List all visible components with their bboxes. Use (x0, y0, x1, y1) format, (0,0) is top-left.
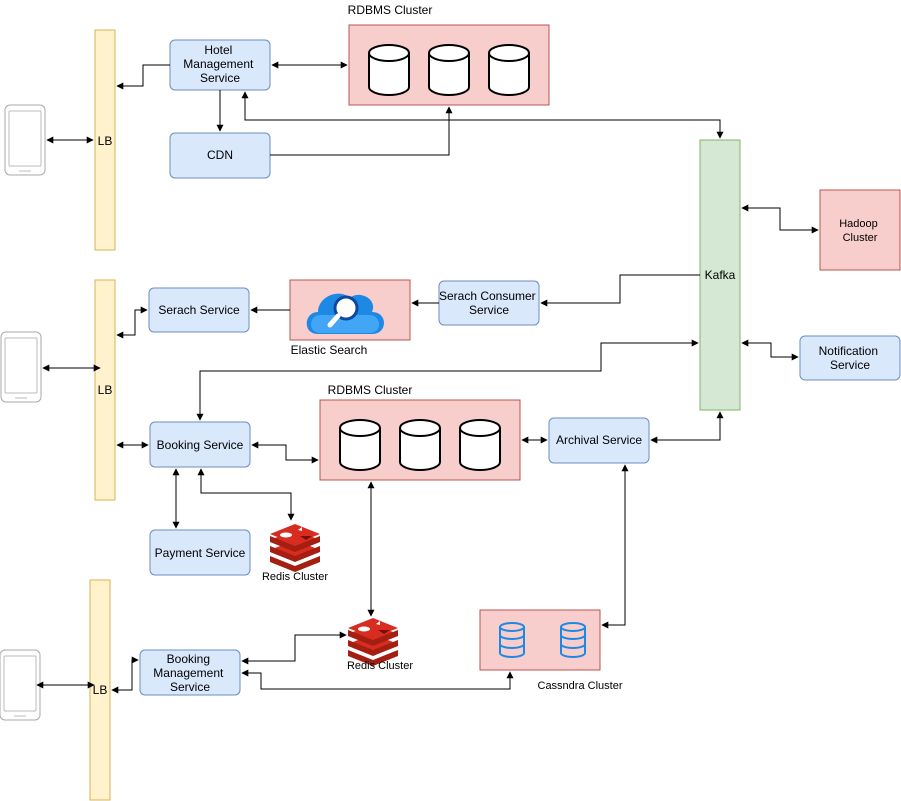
database-cylinder-icon (368, 44, 410, 96)
edge-cdn-rdbms (270, 106, 453, 156)
booking-management-service-label: Booking Management Service (153, 652, 226, 694)
kafka-broker[interactable] (699, 139, 741, 411)
lb-label: LB (98, 383, 113, 397)
booking-management-service[interactable] (139, 649, 241, 696)
edge-hotel-kafka (241, 91, 724, 139)
edge-booking-redis1 (197, 468, 295, 521)
cassandra-cluster-label: Cassndra Cluster (538, 680, 623, 692)
edge-kafka-notification (741, 339, 799, 361)
hadoop-cluster-label: Hadoop Cluster (839, 218, 881, 244)
archival-service-label: Archival Service (556, 433, 642, 447)
cdn-label: CDN (207, 148, 233, 162)
database-cylinder-icon (399, 419, 441, 471)
notification-service[interactable] (799, 335, 901, 381)
load-balancer-bottom[interactable] (89, 579, 111, 801)
load-balancer-top[interactable] (94, 29, 116, 251)
rdbms-cluster-top-title: RDBMS Cluster (348, 3, 433, 17)
redis-cluster-2-label: Redis Cluster (347, 660, 413, 672)
database-cylinder-icon (488, 44, 530, 96)
search-consumer-service-label: Serach Consumer Service (439, 289, 539, 317)
mobile-phone-icon (0, 649, 41, 721)
edge-bookingmgmt-cassandra (241, 669, 514, 690)
connections (36, 61, 819, 694)
edge-archival-cassandra (601, 464, 629, 629)
payment-service-label: Payment Service (155, 546, 246, 560)
search-service[interactable] (148, 287, 250, 333)
lb-label: LB (98, 134, 113, 148)
edge-booking-kafka (196, 339, 699, 421)
edge-hotel-lb (116, 64, 170, 90)
elastic-search-label: Elastic Search (291, 343, 368, 357)
mobile-phone-icon (4, 104, 46, 176)
database-cylinder-icon (339, 419, 381, 471)
edge-search-lb (116, 306, 148, 339)
edge-bookingmgmt-redis2 (241, 631, 347, 665)
payment-service[interactable] (149, 529, 251, 576)
load-balancer-middle[interactable] (94, 279, 116, 501)
search-service-label: Serach Service (158, 303, 240, 317)
elastic-search-cloud-icon (306, 293, 384, 334)
database-cylinder-icon (459, 419, 501, 471)
rdbms-cluster-middle-title: RDBMS Cluster (328, 383, 413, 397)
edge-kafka-consumer (540, 274, 700, 307)
edge-archival-kafka (650, 411, 724, 444)
notification-service-label: Notification Service (819, 344, 882, 372)
hadoop-cluster[interactable] (819, 189, 901, 271)
database-cylinder-icon (428, 44, 470, 96)
redis-stack-icon (270, 524, 320, 572)
hotel-management-service-label: Hotel Management Service (183, 43, 256, 85)
redis-stack-icon (348, 618, 398, 666)
edge-kafka-hadoop (741, 204, 819, 234)
booking-service-label: Booking Service (157, 438, 244, 452)
cassandra-cluster[interactable] (479, 609, 601, 671)
kafka-label: Kafka (705, 268, 736, 282)
edge-bookingmgmt-lb (111, 656, 139, 694)
booking-service[interactable] (149, 421, 251, 468)
mobile-phone-icon (0, 331, 42, 403)
edge-booking-rdbms (251, 441, 319, 464)
redis-cluster-1-label: Redis Cluster (262, 571, 328, 583)
lb-label: LB (93, 683, 108, 697)
